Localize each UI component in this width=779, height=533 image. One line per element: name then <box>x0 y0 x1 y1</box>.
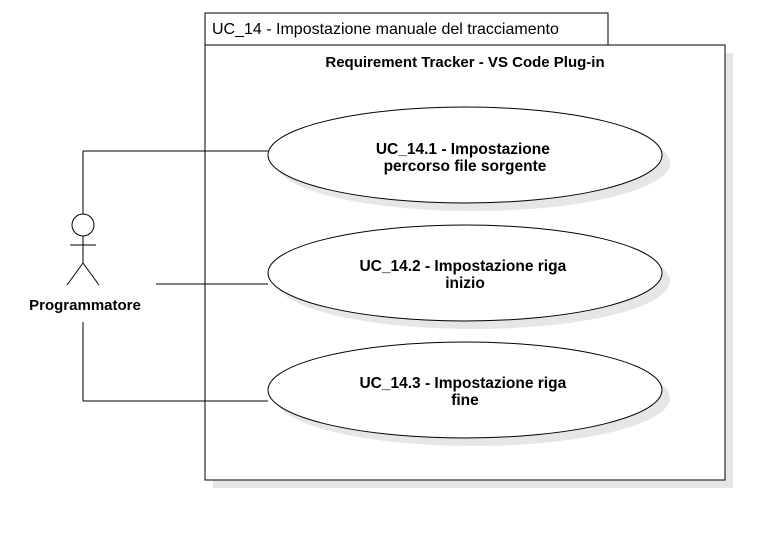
use-case-label-line: UC_14.2 - Impostazione riga <box>359 258 566 275</box>
system-title: Requirement Tracker - VS Code Plug-in <box>325 54 604 71</box>
association-line-uc-14-1 <box>82 150 268 214</box>
use-case-ellipse-uc-14-1 <box>267 106 663 204</box>
actor-head <box>71 213 95 237</box>
frame-label: UC_14 - Impostazione manuale del traccia… <box>212 21 559 38</box>
use-case-label-line: UC_14.3 - Impostazione riga <box>359 375 566 392</box>
use-case-label: UC_14.3 - Impostazione riga fine <box>359 375 570 409</box>
use-case-label: UC_14.2 - Impostazione riga inizio <box>359 258 570 292</box>
frame-label-box <box>204 12 609 46</box>
use-case-label-line: percorso file sorgente <box>384 158 547 175</box>
use-case-label-line: fine <box>451 392 479 409</box>
association-line-uc-14-3 <box>82 322 268 402</box>
actor-label: Programmatore <box>29 297 141 314</box>
use-case-label-line: UC_14.1 - Impostazione <box>376 141 550 158</box>
use-case-ellipse-uc-14-3 <box>267 341 663 439</box>
actor-left-leg <box>66 262 84 286</box>
use-case-ellipse-uc-14-2 <box>267 224 663 322</box>
actor-stick-figure-icon <box>66 213 100 286</box>
actor-right-leg <box>82 262 100 286</box>
use-case-label-line: inizio <box>445 275 485 292</box>
use-case-label: UC_14.1 - Impostazione percorso file sor… <box>376 141 554 175</box>
